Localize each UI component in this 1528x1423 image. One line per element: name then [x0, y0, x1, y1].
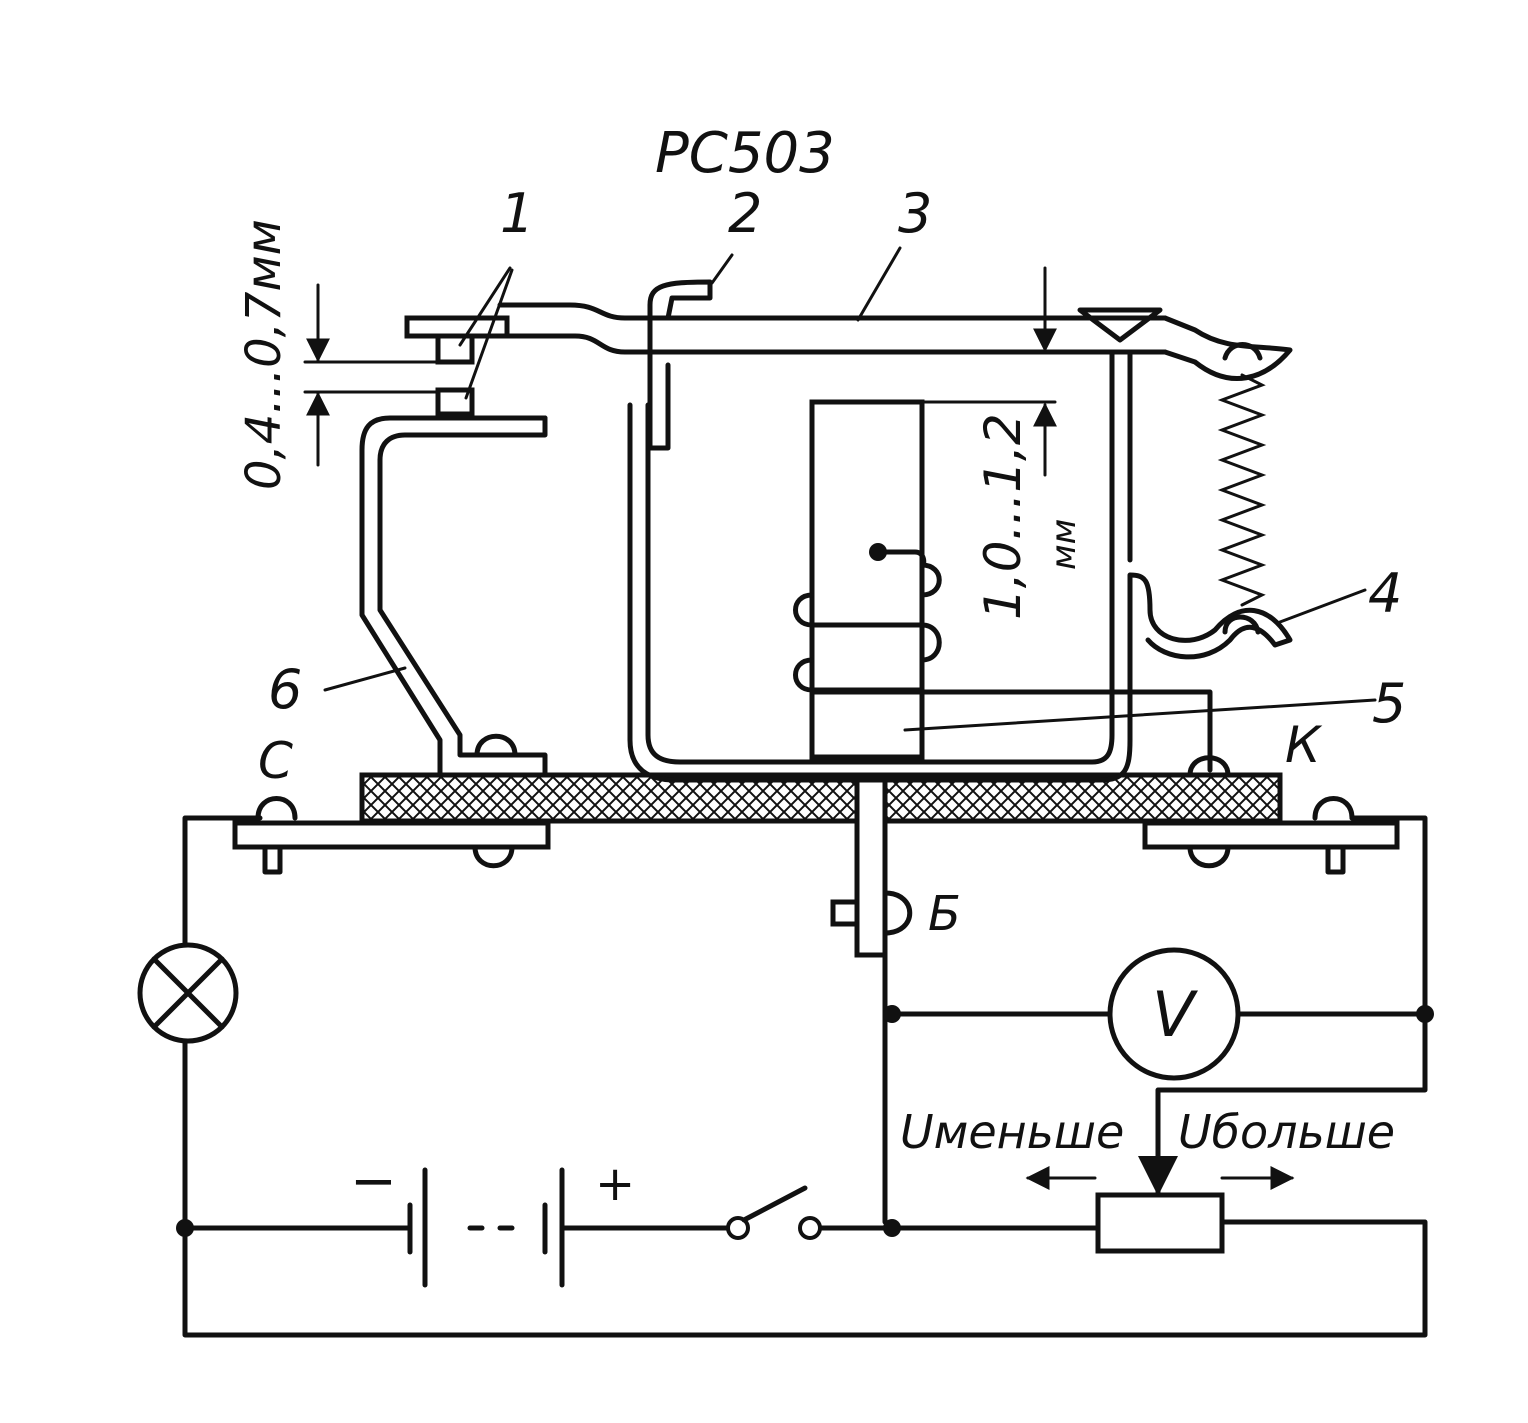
junction-node [883, 1005, 901, 1023]
terminal-b [830, 777, 913, 958]
terminal-k-label: К [1285, 716, 1323, 774]
insulating-base [359, 772, 1283, 824]
junction-node [1416, 1005, 1434, 1023]
switch-icon [726, 1185, 822, 1240]
rivet-right-top-2 [1312, 796, 1355, 821]
rivet-left-bottom [472, 844, 515, 869]
battery-plus-label: + [595, 1156, 635, 1212]
rivet-right-bottom [1187, 844, 1231, 869]
rheostat-decrease-label: Uменьше [900, 1105, 1124, 1159]
leader-1a [458, 266, 512, 347]
battery-minus-label: − [350, 1149, 397, 1214]
voltmeter [1107, 947, 1241, 1081]
magnetic-yoke [647, 349, 671, 451]
junction-node [883, 1219, 901, 1237]
rivet-right-top [1187, 755, 1231, 778]
voltmeter-symbol: V [1152, 978, 1199, 1051]
leader-4 [1278, 588, 1367, 624]
contact-bracket [359, 415, 548, 778]
lamp-icon [137, 942, 239, 1044]
rheostat [1095, 1192, 1225, 1254]
bracket-rivet [474, 733, 518, 758]
terminal-strip-k [1142, 820, 1400, 850]
rivet-left-top [255, 796, 298, 821]
junction-node [176, 1219, 194, 1237]
callout-3: 3 [898, 182, 932, 245]
callout-5: 5 [1372, 672, 1406, 735]
moving-contact [435, 333, 475, 365]
battery-icon [407, 1167, 565, 1288]
wire-left-loop [182, 815, 263, 948]
dimension-contact-gap-label: 0,4...0,7мм [236, 219, 292, 490]
leader-5 [903, 698, 1377, 732]
rheostat-increase-label: Uбольше [1178, 1105, 1395, 1159]
armature [404, 302, 1293, 381]
core [809, 399, 925, 760]
leader-6 [323, 666, 407, 692]
diagram-title: РС503 [655, 121, 835, 186]
coil [793, 543, 1213, 773]
hinge [647, 279, 713, 368]
callout-4: 4 [1368, 562, 1402, 625]
terminal-b-label: Б [928, 886, 961, 942]
terminal-strip-c [232, 820, 551, 850]
dimension-air-gap-unit: мм [1044, 519, 1084, 570]
leader-2 [710, 253, 734, 285]
return-spring [1217, 373, 1267, 607]
callout-6: 6 [268, 658, 302, 721]
spring-anchor-rivet [1222, 614, 1261, 635]
callout-1: 1 [500, 182, 534, 245]
dimension-air-gap-value: 1,0...1,2 [974, 413, 1032, 620]
leader-3 [856, 246, 902, 322]
dimension-contact-gap [303, 283, 440, 467]
callout-2: 2 [728, 182, 762, 245]
terminal-c-label: С [258, 732, 293, 790]
adjusting-screw [1077, 307, 1163, 343]
fixed-contact [435, 387, 475, 417]
wire-right-terminal [1155, 815, 1428, 1193]
leader-1b [464, 268, 514, 400]
